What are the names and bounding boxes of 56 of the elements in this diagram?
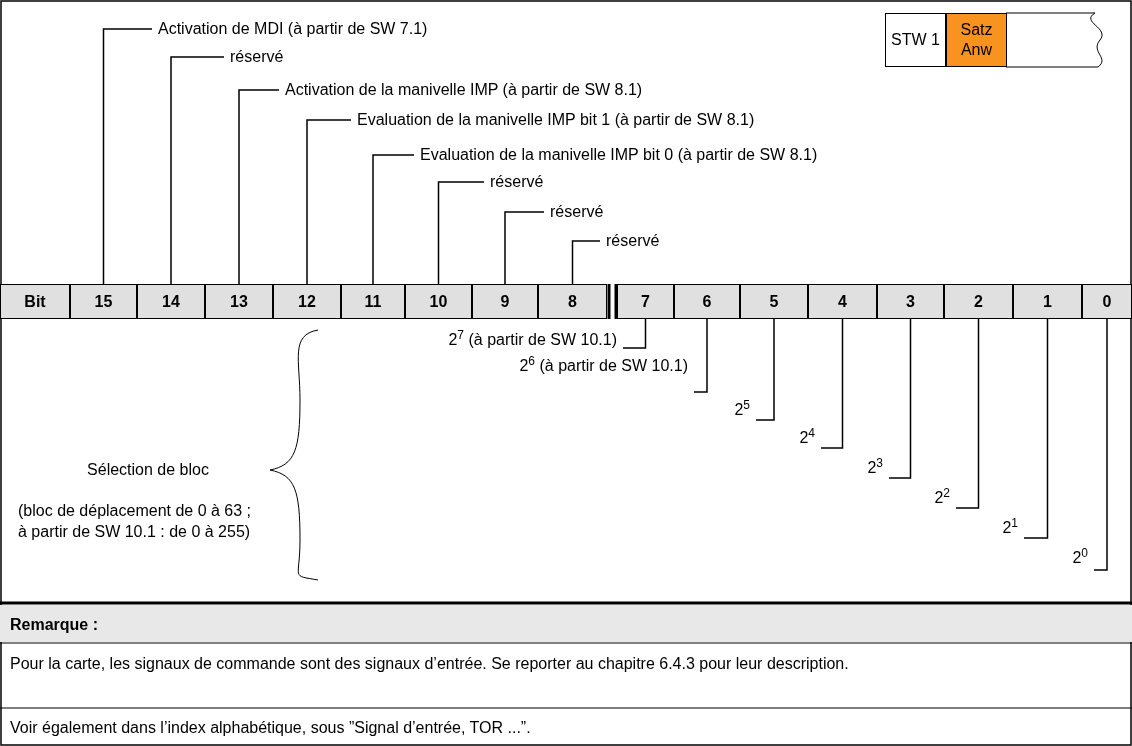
bit-cell: 0 (1082, 284, 1132, 319)
bit-weight: 2$^{0}$ (1048, 548, 1088, 568)
bit-description: réservé (490, 172, 544, 192)
bit-cell: 12 (273, 284, 341, 319)
bit-cell: 2 (944, 284, 1013, 319)
bit-weight: 2$^{7}$ (à partir de SW 10.1) (357, 330, 617, 350)
leader-line (102, 28, 153, 285)
bit-description: Evaluation de la manivelle IMP bit 0 (à partir de SW 8.1) (420, 145, 818, 165)
bit-cell: 8 (538, 284, 607, 319)
bit-cell: 11 (341, 284, 405, 319)
group-label: Sélection de bloc (86, 460, 210, 480)
leader-line (622, 318, 647, 349)
note-band: Remarque : (0, 605, 1132, 642)
leader-line (504, 211, 545, 285)
bit-cell: 9 (472, 284, 538, 319)
leader-line (755, 318, 775, 421)
bit-description: Activation de MDI (à partir de SW 7.1) (158, 19, 428, 39)
note-paragraph: Voir également dans l’index alphabétique, sous ”Signal d’entrée, TOR ...”. (10, 718, 532, 738)
leader-line (170, 56, 225, 285)
leader-line (238, 89, 280, 285)
bit-weight: 2$^{1}$ (978, 518, 1018, 538)
bit-description: Activation de la manivelle IMP (à partir de SW 8.1) (285, 80, 643, 100)
bit-cell: 15 (70, 284, 137, 319)
leader-line (955, 318, 980, 509)
leader-line (888, 318, 912, 479)
bit-description: réservé (606, 231, 660, 251)
bit-weight: 2$^{2}$ (910, 488, 950, 508)
leader-line (306, 119, 352, 285)
bit-cell: 3 (877, 284, 944, 319)
bit-description: Evaluation de la manivelle IMP bit 1 (à partir de SW 8.1) (357, 110, 755, 130)
bit-cell: 5 (740, 284, 808, 319)
bit-weight: 2$^{6}$ (à partir de SW 10.1) (518, 356, 688, 376)
bit-cell: 6 (674, 284, 740, 319)
bit-description: réservé (230, 47, 284, 67)
bit-cell: 4 (808, 284, 877, 319)
bit-weight: 2$^{4}$ (775, 428, 815, 448)
group-description: (bloc de déplacement de 0 à 63 ; à partir de SW 10.1 : de 0 à 255) (18, 501, 253, 542)
word-box: STW 1 (885, 13, 946, 67)
bit-cell: 1 (1013, 284, 1082, 319)
row-header: Bit (0, 284, 70, 319)
bit-cell: 14 (137, 284, 205, 319)
leader-line (820, 318, 844, 449)
leader-line (693, 318, 708, 393)
leader-line (1023, 318, 1049, 539)
bit-cell: 10 (405, 284, 472, 319)
leader-line (372, 154, 415, 285)
leader-line (1093, 318, 1108, 571)
bit-description: réservé (550, 202, 604, 222)
leader-line (571, 240, 601, 285)
bit-cell: 7 (617, 284, 674, 319)
highlighted-word-box: Satz Anw (946, 13, 1007, 67)
bit-cell: 13 (205, 284, 273, 319)
bit-weight: 2$^{5}$ (710, 400, 750, 420)
note-paragraph: Pour la carte, les signaux de commande sont des signaux d’entrée. Se reporter au chapitre 6.4.3 pour leur description. (10, 654, 850, 674)
leader-line (437, 181, 485, 285)
bit-weight: 2$^{3}$ (843, 458, 883, 478)
